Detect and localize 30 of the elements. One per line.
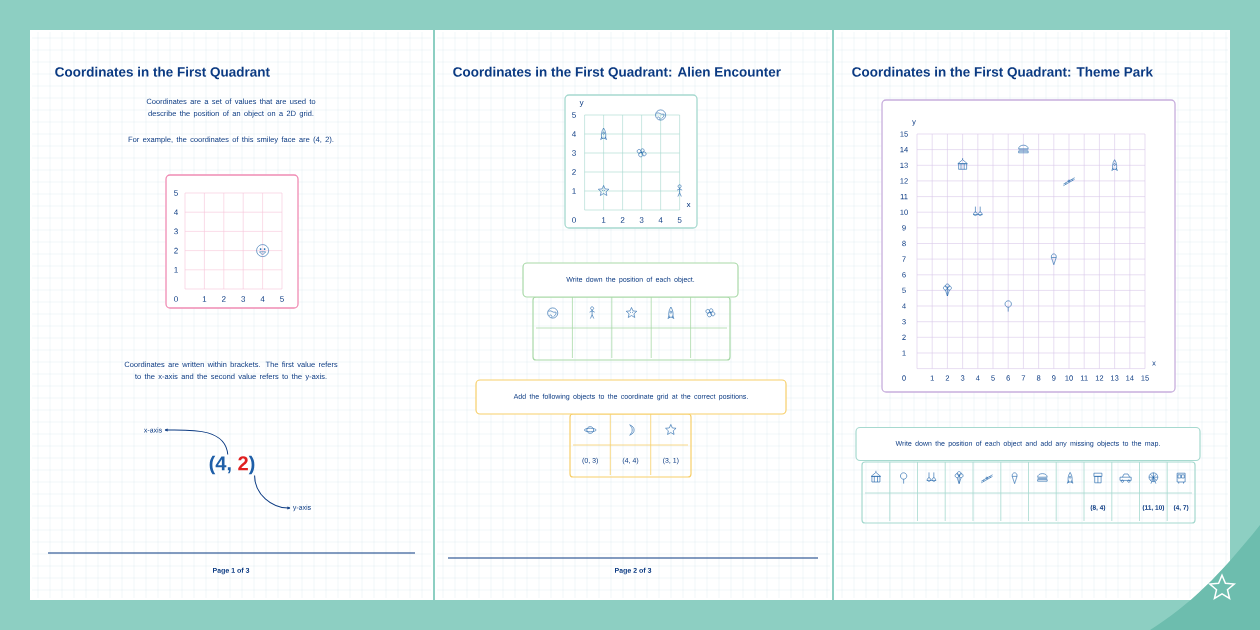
axis-number: 1 (602, 217, 606, 223)
axis-number: 5 (280, 296, 284, 302)
axis-number: 3 (572, 150, 576, 156)
axis-number: 2 (222, 296, 226, 302)
axis-number: 3 (639, 217, 644, 223)
axis-number: 1 (174, 267, 178, 273)
curved-arrow (164, 428, 229, 455)
page-title: Coordinates in the First Quadrant (55, 66, 270, 80)
axis-number: 1 (572, 188, 576, 194)
coordinate-pair: (4, 2) (209, 455, 255, 475)
axis-number: 4 (571, 131, 576, 137)
curved-arrow (254, 475, 291, 510)
axis-label: y (579, 101, 584, 107)
axis-number: 3 (174, 228, 178, 235)
axis-number: 5 (677, 217, 682, 223)
axis-number: 0 (572, 217, 576, 223)
page-title: Coordinates in the First Quadrant: Theme Park (852, 66, 1154, 80)
axis-number: 4 (260, 296, 265, 302)
page-title: Coordinates in the First Quadrant: Alien Encounter (453, 66, 781, 80)
axis-number: 5 (572, 112, 576, 118)
axis-label: x (686, 202, 691, 208)
axis-number: 2 (620, 217, 625, 223)
axis-number: 2 (572, 169, 576, 175)
axis-number: 2 (174, 247, 178, 254)
axis-number: 1 (202, 296, 207, 302)
axis-number: 4 (658, 217, 663, 223)
axis-number: 4 (173, 209, 178, 215)
axis-number: 0 (174, 296, 178, 302)
axis-number: 5 (174, 190, 178, 196)
axis-number: 3 (241, 296, 246, 302)
